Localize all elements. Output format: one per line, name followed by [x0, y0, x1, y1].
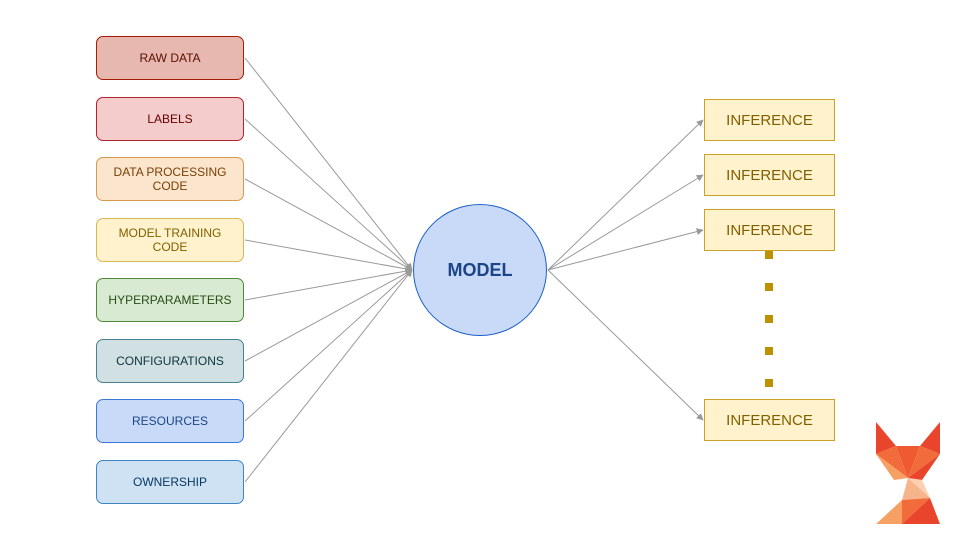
input-connector: [244, 269, 413, 422]
input-label: CONFIGURATIONS: [116, 354, 224, 368]
inference-node: INFERENCE: [704, 399, 835, 441]
input-connector: [244, 267, 413, 301]
input-label: HYPERPARAMETERS: [108, 293, 232, 307]
input-connector: [244, 57, 413, 271]
inference-node: INFERENCE: [704, 99, 835, 141]
input-connector: [244, 269, 413, 362]
input-label: LABELS: [147, 112, 193, 126]
input-node: MODEL TRAINING CODE: [96, 218, 244, 262]
inference-node: INFERENCE: [704, 154, 835, 196]
inference-node: INFERENCE: [704, 209, 835, 251]
input-node: LABELS: [96, 97, 244, 141]
input-connector: [244, 118, 413, 271]
continuation-dot: [765, 315, 773, 323]
inference-label: INFERENCE: [726, 411, 813, 429]
input-label: MODEL TRAINING CODE: [118, 226, 222, 254]
input-label: DATA PROCESSING CODE: [113, 165, 227, 193]
model-node: MODEL: [413, 204, 547, 336]
input-connector: [244, 239, 413, 273]
input-node: RESOURCES: [96, 399, 244, 443]
input-node: HYPERPARAMETERS: [96, 278, 244, 322]
output-connector: [547, 119, 704, 271]
input-label: OWNERSHIP: [132, 475, 207, 489]
output-connector: [547, 269, 704, 421]
input-node: OWNERSHIP: [96, 460, 244, 504]
continuation-dot: [765, 347, 773, 355]
input-connector: [244, 269, 413, 483]
input-node: RAW DATA: [96, 36, 244, 80]
continuation-dot: [765, 251, 773, 259]
output-connector: [547, 174, 704, 271]
inference-label: INFERENCE: [726, 111, 813, 129]
fox-logo-icon: [876, 422, 940, 524]
input-label: RESOURCES: [131, 414, 208, 428]
continuation-dot: [765, 283, 773, 291]
inference-label: INFERENCE: [726, 221, 813, 239]
input-connector: [244, 178, 413, 271]
continuation-dot: [765, 379, 773, 387]
model-label: MODEL: [447, 259, 513, 280]
input-node: CONFIGURATIONS: [96, 339, 244, 383]
output-connector: [547, 228, 704, 271]
inference-label: INFERENCE: [726, 166, 813, 184]
input-label: RAW DATA: [139, 51, 201, 65]
input-node: DATA PROCESSING CODE: [96, 157, 244, 201]
